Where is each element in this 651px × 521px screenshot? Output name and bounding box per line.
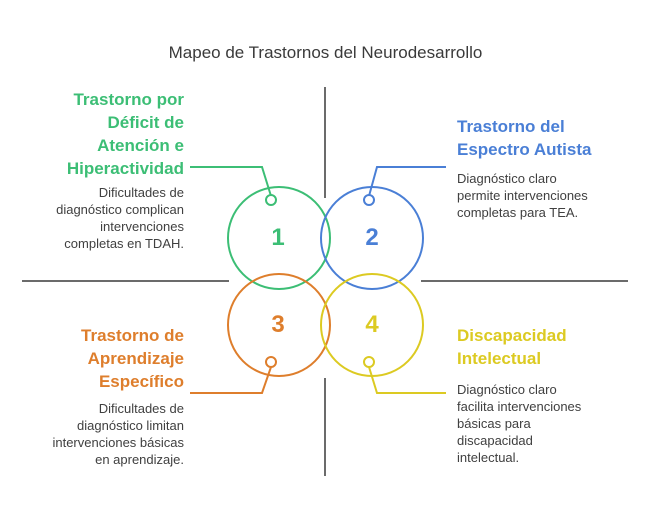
connector-4: [368, 366, 446, 394]
connector-dot-1: [265, 194, 277, 206]
description-line: diagnóstico complican: [56, 202, 184, 217]
heading-line: Discapacidad: [457, 326, 567, 345]
connector-dot-3: [265, 356, 277, 368]
description-line: facilita intervenciones: [457, 399, 582, 414]
description-line: Diagnóstico claro: [457, 382, 557, 397]
description-line: completas para TEA.: [457, 205, 579, 220]
description-line: intervenciones básicas: [52, 435, 184, 450]
connector-3: [190, 366, 272, 394]
quadrant-1-number: 1: [271, 224, 285, 251]
circle-1: [227, 186, 331, 290]
description-line: intervenciones: [100, 219, 184, 234]
quadrant-4-description: Diagnóstico claro facilita intervencione…: [457, 381, 581, 466]
quadrant-4-heading: Discapacidad Intelectual: [457, 324, 567, 370]
description-line: diagnóstico limitan: [77, 418, 184, 433]
heading-line: Trastorno de: [81, 326, 184, 345]
quadrant-1-heading: Trastorno por Déficit de Atención e Hipe…: [67, 88, 184, 180]
description-line: Dificultades de: [98, 185, 184, 200]
quadrant-2-heading: Trastorno del Espectro Autista: [457, 115, 591, 161]
quadrant-1-description: Dificultades de diagnóstico complican in…: [56, 184, 184, 252]
heading-line: Hiperactividad: [66, 159, 184, 178]
quadrant-2-number: 2: [365, 224, 379, 251]
quadrant-3-heading: Trastorno de Aprendizaje Específico: [81, 324, 184, 393]
quadrant-3-number: 3: [271, 311, 285, 338]
description-line: Dificultades de: [98, 401, 184, 416]
connector-dot-2: [363, 194, 375, 206]
heading-line: Aprendizaje: [87, 349, 184, 368]
description-line: completas en TDAH.: [64, 236, 184, 251]
diagram-title: Mapeo de Trastornos del Neurodesarrollo: [168, 43, 483, 62]
quadrant-2-description: Diagnóstico claro permite intervenciones…: [457, 170, 588, 221]
heading-line: Espectro Autista: [457, 140, 592, 159]
heading-line: Déficit de: [107, 113, 184, 132]
heading-line: Específico: [98, 372, 184, 391]
heading-line: Trastorno del: [457, 117, 565, 136]
connector-dot-4: [363, 356, 375, 368]
heading-line: Atención e: [97, 136, 184, 155]
description-line: básicas para: [457, 416, 531, 431]
quadrant-3-description: Dificultades de diagnóstico limitan inte…: [52, 400, 184, 468]
description-line: discapacidad: [457, 433, 533, 448]
heading-line: Intelectual: [457, 349, 542, 368]
description-line: Diagnóstico claro: [457, 171, 557, 186]
quadrant-4-number: 4: [365, 311, 379, 338]
connector-1: [190, 166, 272, 197]
circle-3: [227, 273, 331, 377]
description-line: permite intervenciones: [457, 188, 588, 203]
connector-2: [368, 166, 446, 197]
description-line: en aprendizaje.: [95, 452, 184, 467]
heading-line: Trastorno por: [73, 90, 184, 109]
description-line: intelectual.: [457, 450, 520, 465]
